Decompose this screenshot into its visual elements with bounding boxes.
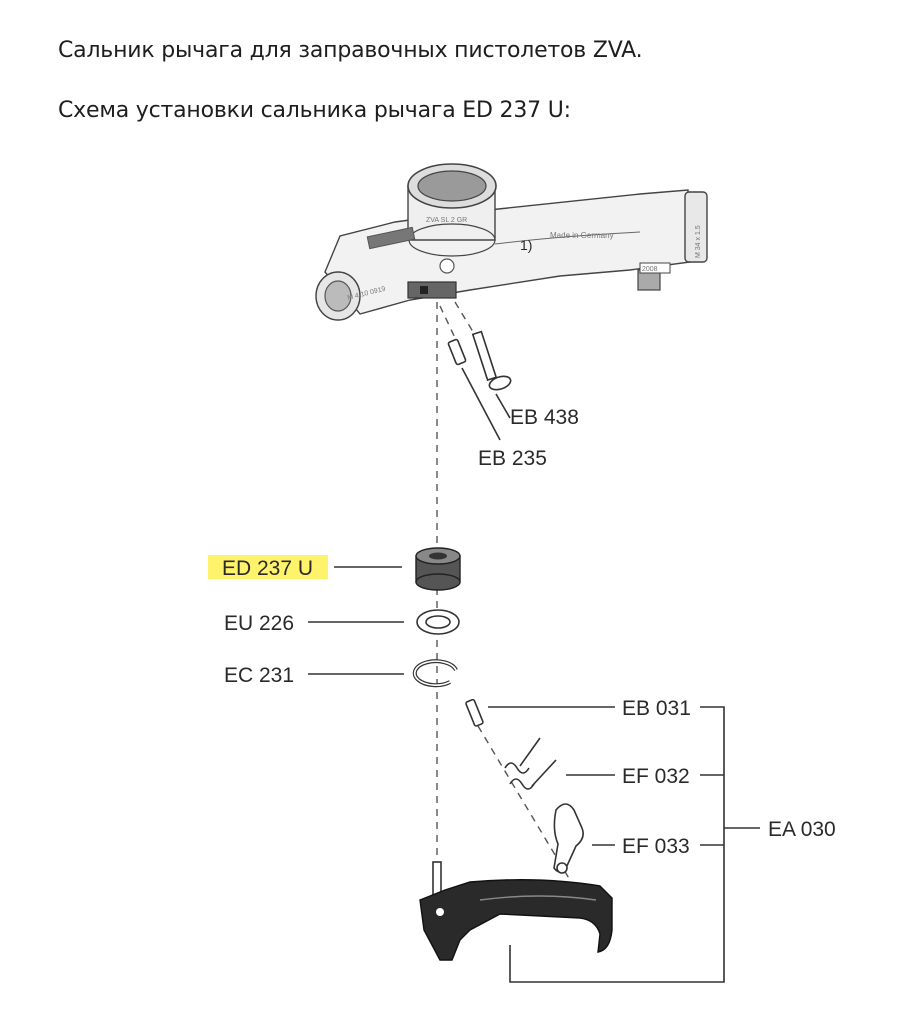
nozzle-marking-1: 1) [520,237,532,253]
eb235-pin-icon [447,338,467,366]
label-ec231: EC 231 [224,664,294,687]
lever-axis [477,725,571,881]
ea030-bracket [509,706,725,983]
eb438-screw-icon [471,330,512,391]
nozzle-marking-year: 2008 [642,266,658,273]
lever-icon [419,861,613,961]
nozzle-marking-made: Made in Germany [550,231,614,240]
page-title: Сальник рычага для заправочных пистолето… [58,38,643,63]
label-eu226: EU 226 [224,612,294,635]
ec231-circlip-icon [412,659,458,688]
label-eb031: EB 031 [622,697,691,720]
page-subtitle: Схема установки сальника рычага ED 237 U… [58,98,571,123]
ed237u-highlight [208,555,328,579]
label-ed237u: ED 237 U [222,557,313,580]
label-ef032: EF 032 [622,765,690,788]
ed237u-seal-icon [415,547,461,591]
eb438-leader [495,393,511,419]
nozzle-marking-thread: M 34 x 1.5 [695,225,702,258]
label-ea030: EA 030 [768,818,836,841]
label-eb438: EB 438 [510,406,579,429]
eb235-leader [461,367,501,441]
eu226-washer-icon [416,609,460,635]
label-ef033: EF 033 [622,835,690,858]
ef033-latch-icon [553,803,584,874]
ef032-spring-icon [504,737,557,790]
nozzle-body: 1) Made in Germany M 34 x 1.5 ZVA SL 2 G… [315,163,708,321]
eb235-axis [439,305,457,341]
nozzle-marking-model: ZVA SL 2 GR [426,217,467,224]
eb031-pin-icon [465,698,484,727]
label-eb235: EB 235 [478,447,547,470]
